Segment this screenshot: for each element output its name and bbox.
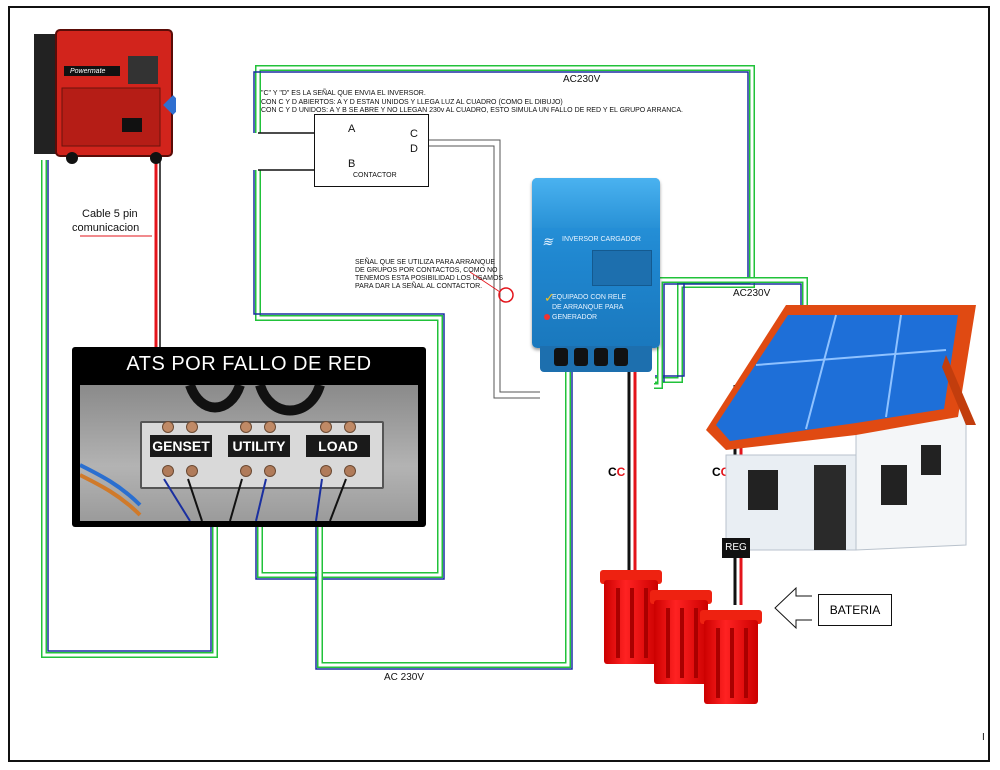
generator-image: Powermate xyxy=(26,26,183,166)
ats-title: ATS POR FALLO DE RED xyxy=(126,353,372,375)
cc-label-left: CC xyxy=(608,465,626,479)
ats-panel: ATS POR FALLO DE RED GENSET UTILITY LOAD xyxy=(72,347,426,527)
terminal-a: A xyxy=(348,123,356,135)
note-line-2: CON C Y D ABIERTOS: A Y D ESTAN UNIDOS Y… xyxy=(261,99,563,106)
ac-wire-house xyxy=(654,277,808,389)
signal-highlight-circle xyxy=(498,287,514,303)
terminal-b: B xyxy=(348,158,356,170)
battery-2 xyxy=(650,586,712,684)
ac-top-label: AC230V xyxy=(563,74,601,85)
battery-3 xyxy=(700,606,762,704)
signal-note-2: DE GRUPOS POR CONTACTOS, COMO NO xyxy=(355,267,498,274)
terminal-load: LOAD xyxy=(306,435,370,457)
inverter-v-icon: ✓ xyxy=(544,290,555,305)
cc-label-right: CC xyxy=(712,465,730,479)
inverter-charger: ≋ INVERSOR CARGADOR ✓ EQUIPADO CON RELE … xyxy=(532,178,660,348)
regulator: REG xyxy=(722,538,750,558)
generator-brand: Powermate xyxy=(70,68,106,75)
cable-label-2: comunicacion xyxy=(72,222,140,234)
terminal-d: D xyxy=(410,143,418,155)
bateria-label: BATERIA xyxy=(818,594,892,626)
cable-label: Cable 5 pin xyxy=(82,208,138,220)
terminal-block: GENSET UTILITY LOAD xyxy=(140,421,384,489)
note-line-3: CON C Y D UNIDOS: A Y B SE ABRE Y NO LLE… xyxy=(261,107,683,114)
inverter-line-3: GENERADOR xyxy=(552,314,598,321)
ac-wire-load-loop xyxy=(315,370,573,670)
battery-1 xyxy=(600,566,662,664)
note-line-1: "C" Y "D" ES LA SEÑAL QUE ENVIA EL INVER… xyxy=(261,90,426,97)
terminal-genset: GENSET xyxy=(150,435,212,457)
house-image xyxy=(696,305,981,555)
inverter-logo-icon: ≋ xyxy=(542,234,553,249)
signal-note-1: SEÑAL QUE SE UTILIZA PARA ARRANQUE xyxy=(355,259,496,266)
contactor-label: CONTACTOR xyxy=(353,172,397,179)
ats-photo: GENSET UTILITY LOAD xyxy=(80,385,418,521)
inverter-line-1: EQUIPADO CON RELE xyxy=(552,294,627,301)
terminal-c: C xyxy=(410,128,418,140)
ac-wire-utility-loop xyxy=(253,65,755,580)
inverter-control-panel xyxy=(592,250,652,286)
ac-right-label: AC230V xyxy=(733,288,771,299)
inverter-cable-glands xyxy=(540,346,652,372)
bateria-arrow xyxy=(774,586,812,630)
inverter-line-2: DE ARRANQUE PARA xyxy=(552,304,624,311)
terminal-utility: UTILITY xyxy=(228,435,290,457)
signal-note-4: PARA DAR LA SEÑAL AL CONTACTOR. xyxy=(355,283,483,290)
ac-wire-generator-loop xyxy=(41,160,218,658)
corner-mark: I xyxy=(982,732,985,743)
ac-bottom-label: AC 230V xyxy=(384,672,425,683)
inverter-title: INVERSOR CARGADOR xyxy=(562,236,641,243)
signal-note-3: TENEMOS ESTA POSIBILIDAD LOS USAMOS xyxy=(355,275,504,282)
diagram-frame xyxy=(8,6,990,762)
contactor-box: CONTACTOR xyxy=(314,114,429,187)
